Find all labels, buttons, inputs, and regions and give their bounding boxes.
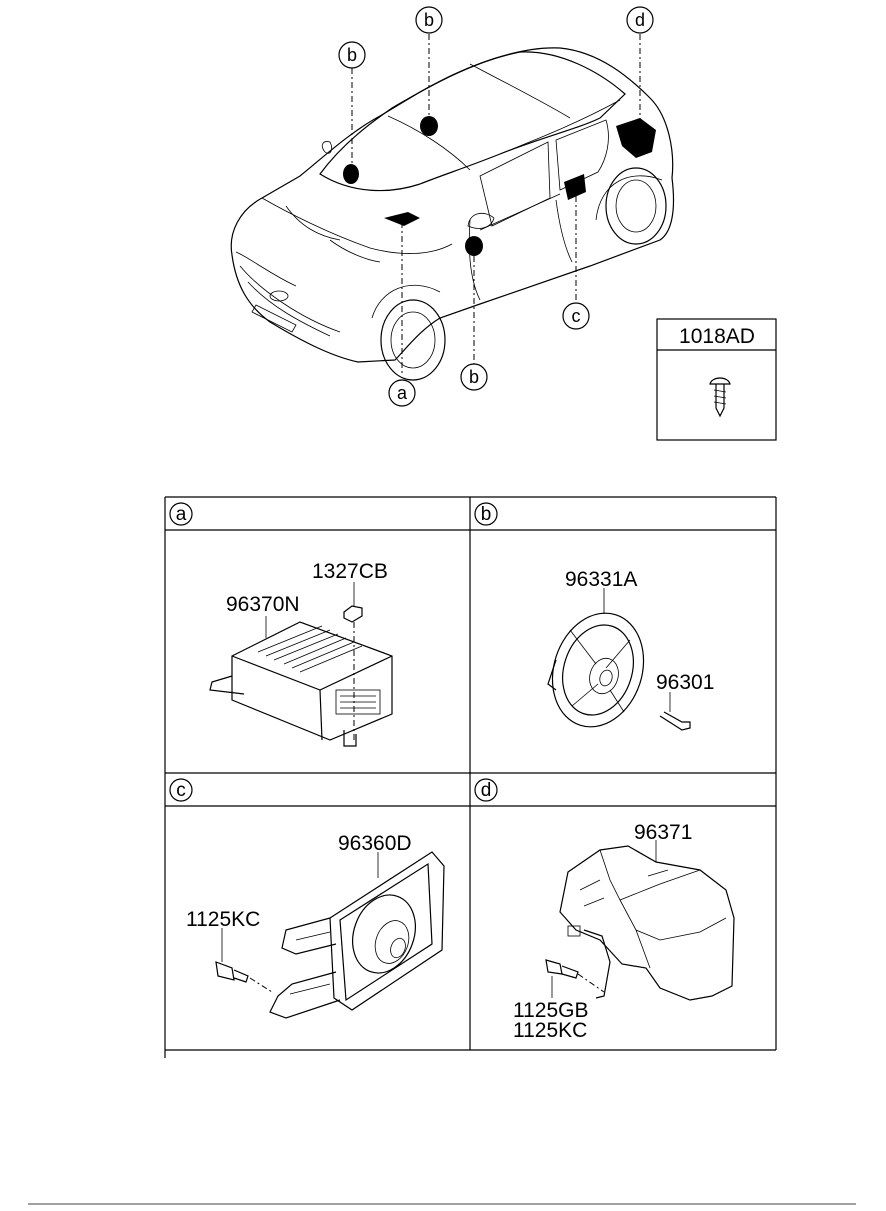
label-96370N: 96370N	[226, 593, 300, 616]
section-header-b: b	[474, 502, 498, 526]
svg-text:d: d	[635, 10, 645, 30]
svg-text:a: a	[397, 383, 408, 403]
svg-text:b: b	[424, 10, 434, 30]
fastener-box: 1018AD	[656, 318, 777, 441]
callout-d-rear-quarter: d	[626, 6, 654, 34]
bolt-icon-d	[545, 959, 563, 975]
section-header-c: c	[169, 778, 193, 802]
label-1125GB: 1125GB	[513, 999, 589, 1022]
label-96360D: 96360D	[338, 832, 412, 855]
nut-icon	[343, 605, 363, 623]
svg-text:d: d	[481, 780, 492, 801]
section-a-amplifier: 1327CB 96370N	[209, 560, 393, 747]
section-header-d: d	[474, 778, 498, 802]
label-1125KC-d: 1125KC	[513, 1019, 587, 1042]
svg-text:b: b	[347, 45, 357, 65]
callout-b-windshield-center: b	[415, 6, 443, 34]
svg-text:a: a	[176, 504, 187, 525]
section-header-a: a	[169, 502, 193, 526]
parts-grid	[164, 496, 777, 1058]
subwoofer-marker	[616, 118, 656, 158]
section-b-speaker: 96331A 96301	[547, 568, 714, 731]
amplifier-marker	[384, 212, 420, 226]
label-96331A: 96331A	[565, 568, 637, 591]
svg-text:b: b	[481, 504, 492, 525]
label-1125KC-c: 1125KC	[186, 908, 260, 931]
label-1327CB: 1327CB	[312, 560, 388, 583]
speaker-marker-dash-center	[420, 116, 438, 136]
speaker-marker-dash-left	[343, 164, 359, 184]
screw-icon	[709, 377, 731, 418]
section-d-subwoofer: 96371 1125GB 1125KC	[513, 821, 735, 1042]
svg-text:c: c	[572, 306, 581, 326]
svg-text:c: c	[176, 780, 186, 801]
label-96371: 96371	[634, 821, 692, 844]
callout-leaders	[351, 34, 641, 376]
callout-b-windshield-left: b	[338, 41, 366, 69]
car-illustration	[230, 47, 675, 381]
screw-icon-c	[215, 961, 235, 981]
callout-a-dash: a	[388, 379, 416, 407]
callout-b-door-front: b	[460, 363, 488, 391]
speaker-marker-front-door	[465, 236, 483, 256]
label-96301: 96301	[656, 671, 714, 694]
svg-text:b: b	[469, 367, 479, 387]
door-speaker-marker	[564, 174, 586, 200]
callout-c-door: c	[562, 302, 590, 330]
fastener-part-number: 1018AD	[679, 325, 755, 348]
component-markers	[343, 116, 656, 256]
section-c-door-speaker: 96360D 1125KC	[186, 832, 445, 1019]
